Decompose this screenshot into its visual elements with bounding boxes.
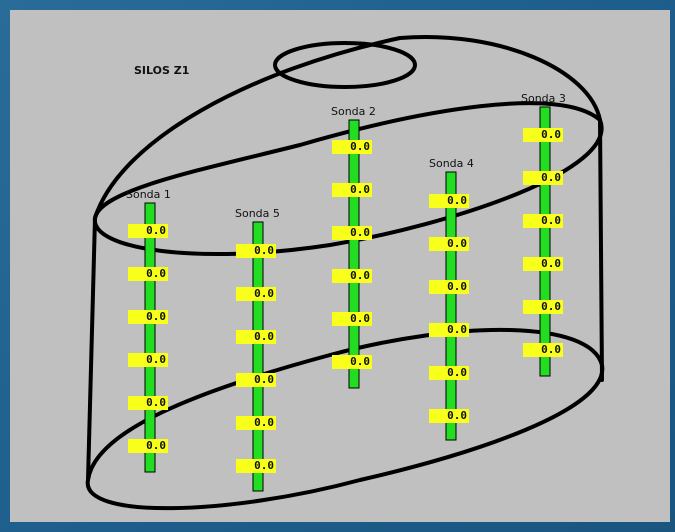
probe-reading: 0.0: [128, 310, 168, 324]
probe-reading: 0.0: [236, 373, 276, 387]
probe-name: Sonda 4: [429, 157, 474, 170]
probe-bar-2: [252, 221, 264, 492]
probe-reading: 0.0: [429, 280, 469, 294]
probe-name: Sonda 5: [235, 207, 280, 220]
probe-reading: 0.0: [523, 257, 563, 271]
probe-reading: 0.0: [128, 396, 168, 410]
probe-reading: 0.0: [236, 416, 276, 430]
probe-reading: 0.0: [429, 323, 469, 337]
probe-reading: 0.0: [523, 300, 563, 314]
probe-name: Sonda 1: [126, 188, 171, 201]
probe-reading: 0.0: [236, 244, 276, 258]
probe-reading: 0.0: [332, 355, 372, 369]
probe-reading: 0.0: [128, 224, 168, 238]
probe-reading: 0.0: [429, 366, 469, 380]
probe-reading: 0.0: [128, 267, 168, 281]
probe-reading: 0.0: [429, 194, 469, 208]
probe-reading: 0.0: [429, 237, 469, 251]
silo-roof-outline: [93, 35, 602, 220]
probe-bar-1: [144, 202, 156, 473]
probe-reading: 0.0: [236, 287, 276, 301]
probe-reading: 0.0: [523, 214, 563, 228]
probe-reading: 0.0: [332, 183, 372, 197]
probe-reading: 0.0: [332, 226, 372, 240]
probe-reading: 0.0: [429, 409, 469, 423]
probe-reading: 0.0: [523, 343, 563, 357]
silo-bottom-rim: [85, 327, 605, 511]
probe-reading: 0.0: [523, 171, 563, 185]
probe-reading: 0.0: [332, 312, 372, 326]
probe-reading: 0.0: [332, 140, 372, 154]
probe-reading: 0.0: [523, 128, 563, 142]
probe-bar-3: [348, 119, 360, 389]
silo-right-wall: [598, 118, 604, 382]
probe-reading: 0.0: [236, 330, 276, 344]
probe-name: Sonda 3: [521, 92, 566, 105]
probe-reading: 0.0: [236, 459, 276, 473]
probe-name: Sonda 2: [331, 105, 376, 118]
probe-reading: 0.0: [332, 269, 372, 283]
probe-bar-5: [539, 106, 551, 377]
silo-title: SILOS Z1: [134, 64, 190, 77]
probe-bar-4: [445, 171, 457, 441]
probe-reading: 0.0: [128, 439, 168, 453]
silo-top-opening: [273, 41, 417, 89]
silo-left-wall: [86, 216, 97, 482]
probe-reading: 0.0: [128, 353, 168, 367]
